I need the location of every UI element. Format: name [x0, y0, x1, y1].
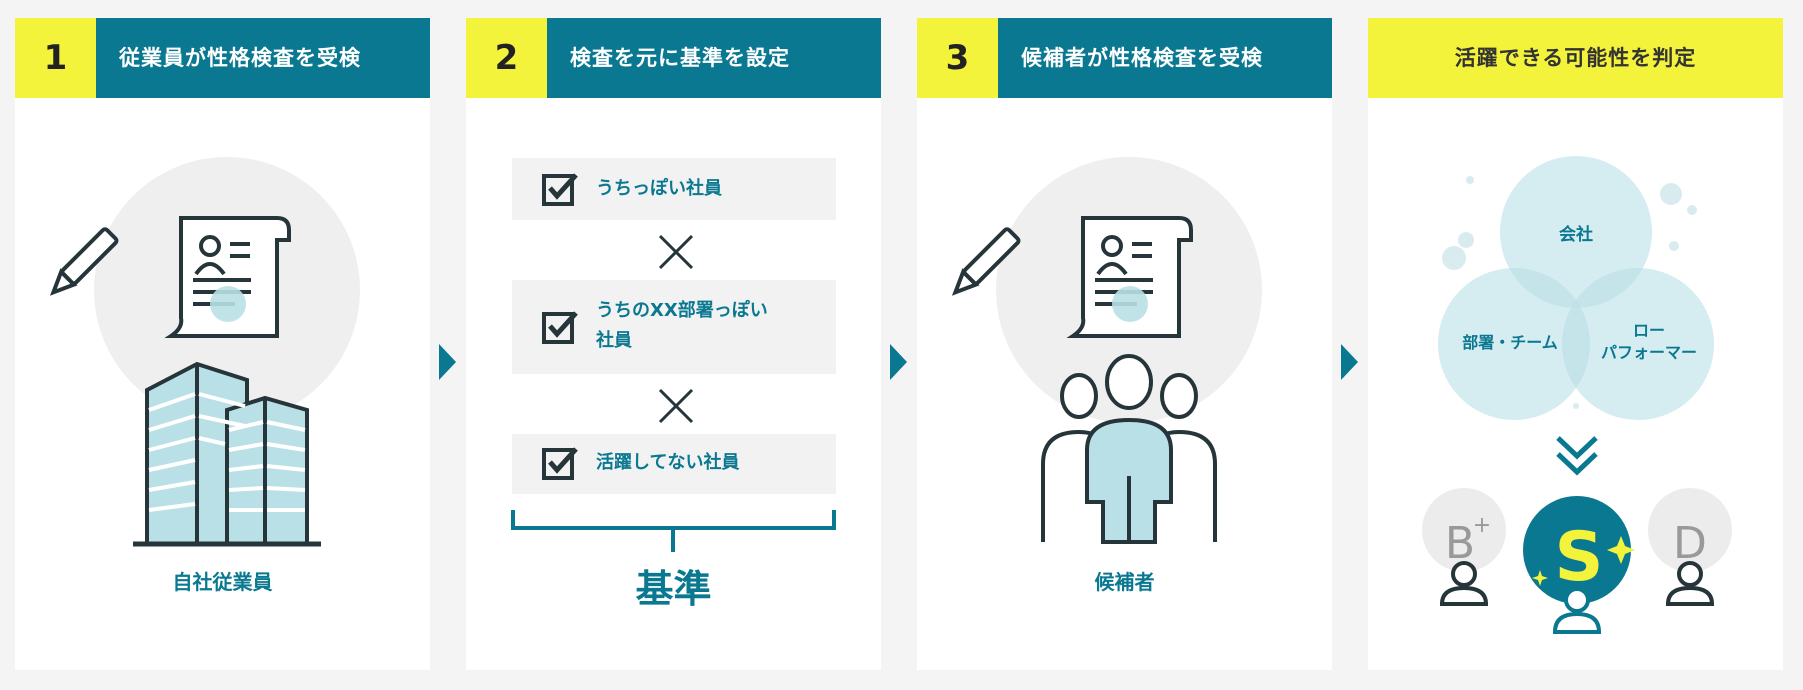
employee-test-illustration: [49, 157, 360, 547]
step-title: 従業員が性格検査を受検: [119, 46, 361, 70]
step-panel-1: 1 従業員が性格検査を受検: [15, 18, 430, 670]
step-number: 2: [466, 18, 547, 98]
bubble-decorations: [1442, 176, 1697, 409]
sparkle-icon: [1607, 536, 1635, 564]
step-panel-3: 3 候補者が性格検査を受検 候補者: [917, 18, 1332, 670]
step-caption: 候補者: [1094, 570, 1155, 594]
venn-label-low-performer-2: パフォーマー: [1601, 343, 1697, 362]
criterion-label-line-2: 社員: [596, 330, 632, 351]
criterion-label: 活躍してない社員: [596, 452, 740, 473]
svg-text:S: S: [1555, 518, 1604, 597]
step-header-1: 1 従業員が性格検査を受検: [15, 18, 430, 98]
venn-circle-low-performer: [1562, 268, 1714, 420]
bracket-icon: [511, 510, 836, 552]
step-header-4: 活躍できる可能性を判定: [1368, 18, 1783, 98]
next-arrow-1: [439, 344, 456, 380]
venn-circle-department: [1438, 268, 1590, 420]
document-icon: [1066, 216, 1193, 338]
criterion-2: うちのXX部署っぽい 社員: [512, 280, 836, 374]
criteria-result: 基準: [635, 567, 712, 611]
step-header-3: 3 候補者が性格検査を受検: [917, 18, 1332, 98]
grade-b-plus: B +: [1422, 488, 1506, 606]
venn-circle-company: [1500, 156, 1652, 308]
step-panel-2: 2 検査を元に基準を設定 うちっぽい社員 うちのXX部署っぽい 社員 活躍してな…: [466, 18, 881, 670]
grade-s: S: [1523, 496, 1635, 634]
step-header-2: 2 検査を元に基準を設定: [466, 18, 881, 98]
svg-text:B: B: [1445, 518, 1475, 569]
step-caption: 自社従業員: [172, 570, 273, 594]
candidate-test-illustration: [951, 157, 1262, 544]
checkbox-checked-icon: [542, 173, 578, 206]
step-title: 活躍できる可能性を判定: [1454, 46, 1697, 70]
grade-d: D: [1648, 488, 1732, 606]
venn-label-low-performer-1: ロー: [1633, 321, 1665, 340]
svg-text:+: +: [1473, 513, 1491, 538]
step-title: 候補者が性格検査を受検: [1021, 46, 1263, 70]
checkbox-checked-icon: [542, 311, 578, 344]
criterion-1: うちっぽい社員: [512, 158, 836, 220]
criterion-label: うちっぽい社員: [596, 178, 722, 199]
venn-label-company: 会社: [1559, 224, 1593, 245]
venn-diagram: 会社 部署・チーム ロー パフォーマー B + S: [1422, 156, 1732, 634]
step-number: 3: [917, 18, 998, 98]
pencil-icon: [951, 227, 1021, 296]
building-icon: [133, 361, 321, 547]
step-title: 検査を元に基準を設定: [570, 46, 790, 70]
person-icon: [1552, 587, 1602, 634]
sparkle-icon: [1532, 570, 1548, 586]
person-icon: [1439, 561, 1489, 606]
cross-icon: [658, 388, 694, 424]
cross-icon: [658, 234, 694, 270]
next-arrow-2: [890, 344, 907, 380]
people-group-icon: [1041, 354, 1217, 544]
svg-text:D: D: [1673, 518, 1707, 569]
checkbox-checked-icon: [542, 447, 578, 480]
criterion-label-line-1: うちのXX部署っぽい: [596, 300, 768, 321]
next-arrow-3: [1341, 344, 1358, 380]
double-chevron-down-icon: [1556, 436, 1598, 476]
pencil-icon: [49, 227, 119, 296]
person-icon: [1665, 561, 1715, 606]
document-icon: [164, 216, 291, 338]
step-panel-4: 活躍できる可能性を判定 会社 部署・チーム ロー パフォーマー B +: [1368, 18, 1783, 670]
venn-label-department: 部署・チーム: [1462, 333, 1558, 352]
step-number: 1: [15, 18, 96, 98]
criterion-3: 活躍してない社員: [512, 434, 836, 494]
